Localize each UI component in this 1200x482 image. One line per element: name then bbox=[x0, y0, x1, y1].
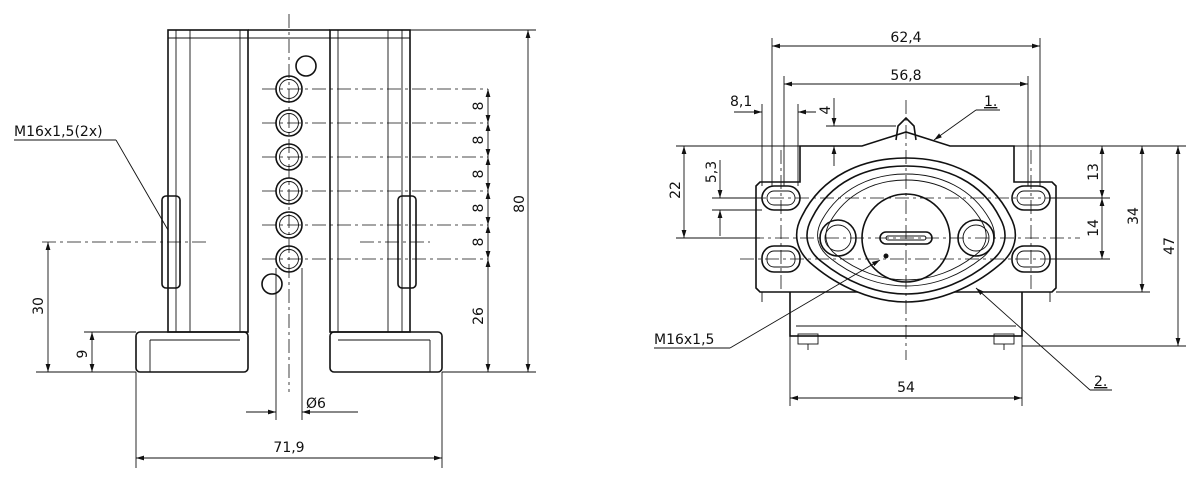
side-body-right bbox=[329, 29, 411, 333]
callout-2: 2. bbox=[1094, 374, 1107, 390]
front-view: 62,4 56,8 8,1 4 1. 22 5,3 bbox=[654, 30, 1186, 406]
front-thread-label: M16x1,5 bbox=[654, 332, 714, 348]
dim-height-80: 80 bbox=[512, 195, 528, 213]
dim-right-13: 13 bbox=[1086, 163, 1102, 181]
indicator-pin-top bbox=[295, 55, 317, 77]
dim-pitch: 8 bbox=[471, 102, 487, 111]
dim-right-14: 14 bbox=[1086, 219, 1102, 237]
indicator-pin-bottom bbox=[261, 273, 283, 295]
dim-width-71-9: 71,9 bbox=[273, 440, 304, 456]
callout-1: 1. bbox=[984, 94, 997, 110]
dim-left-5-3: 5,3 bbox=[704, 161, 720, 183]
dim-right-47: 47 bbox=[1162, 237, 1178, 255]
dim-base-width: 54 bbox=[897, 380, 915, 396]
dim-pitch: 8 bbox=[471, 170, 487, 179]
dim-base-9: 9 bbox=[75, 350, 91, 359]
dim-pitch: 8 bbox=[471, 136, 487, 145]
dim-hole-diameter: Ø6 bbox=[306, 396, 326, 412]
base-plate-right bbox=[329, 331, 443, 373]
dim-axis-30: 30 bbox=[31, 297, 47, 315]
dim-slot-width: 8,1 bbox=[730, 94, 752, 110]
dim-inner-width: 56,8 bbox=[890, 68, 921, 84]
side-thread-label: M16x1,5(2x) bbox=[14, 124, 103, 140]
base-plate-left bbox=[135, 331, 249, 373]
side-view: 80 8 8 8 8 8 26 30 9 71,9 Ø6 bbox=[14, 14, 536, 468]
dim-lower-26: 26 bbox=[471, 307, 487, 325]
dim-top-offset: 4 bbox=[818, 105, 834, 114]
dim-pitch: 8 bbox=[471, 204, 487, 213]
side-body-left bbox=[167, 29, 249, 333]
dim-pitch: 8 bbox=[471, 238, 487, 247]
dim-outer-width: 62,4 bbox=[890, 30, 921, 46]
dim-left-22: 22 bbox=[668, 181, 684, 199]
dim-right-34: 34 bbox=[1126, 207, 1142, 225]
